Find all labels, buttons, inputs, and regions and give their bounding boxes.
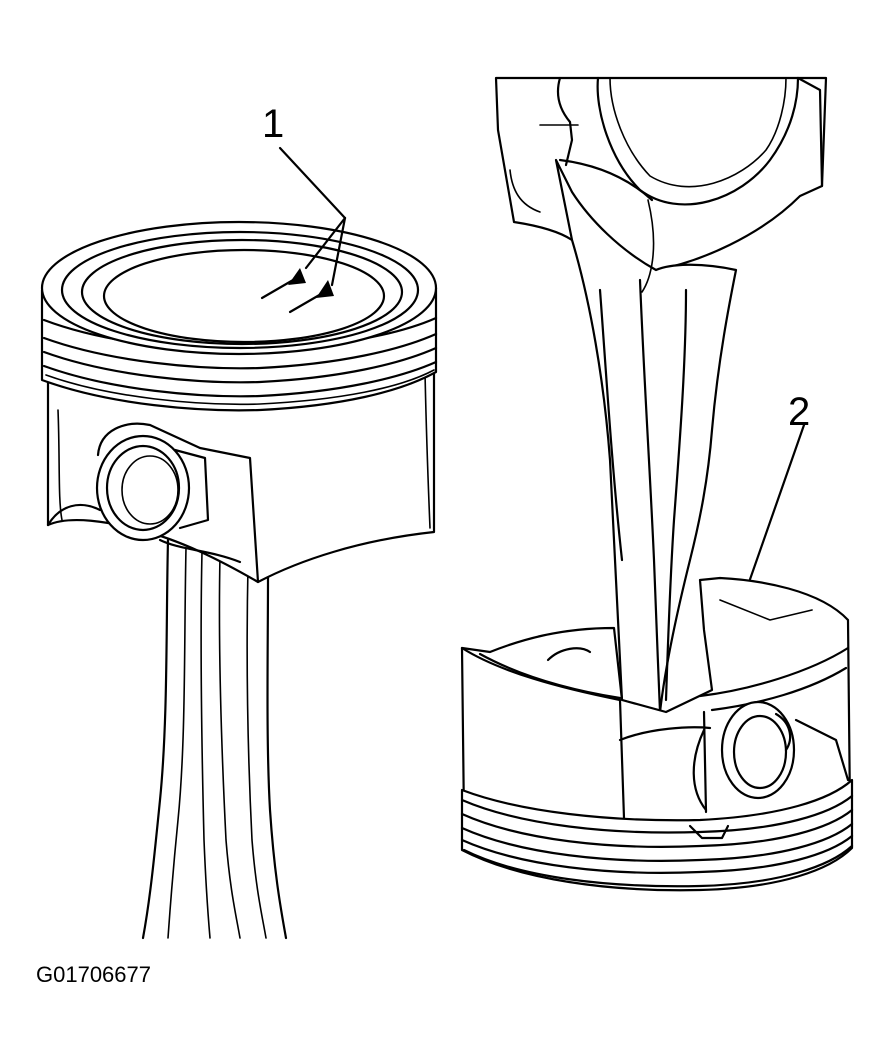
left-piston-assembly	[40, 146, 438, 940]
right-rod-beam	[554, 158, 738, 714]
callout-1-leader	[260, 146, 347, 314]
left-connecting-rod	[141, 538, 288, 940]
right-piston-assembly	[460, 76, 854, 892]
callout-label-1: 1	[262, 102, 285, 146]
right-rod-big-end	[494, 76, 828, 272]
right-piston-ring-lands	[460, 778, 854, 892]
callout-label-2: 2	[788, 390, 811, 434]
left-piston-skirt	[46, 348, 436, 584]
left-piston-crown	[40, 220, 438, 356]
arrow-icon	[316, 280, 334, 298]
right-piston-skirt	[460, 576, 852, 850]
arrow-icon	[288, 268, 306, 285]
figure-id: G01706677	[36, 962, 151, 987]
